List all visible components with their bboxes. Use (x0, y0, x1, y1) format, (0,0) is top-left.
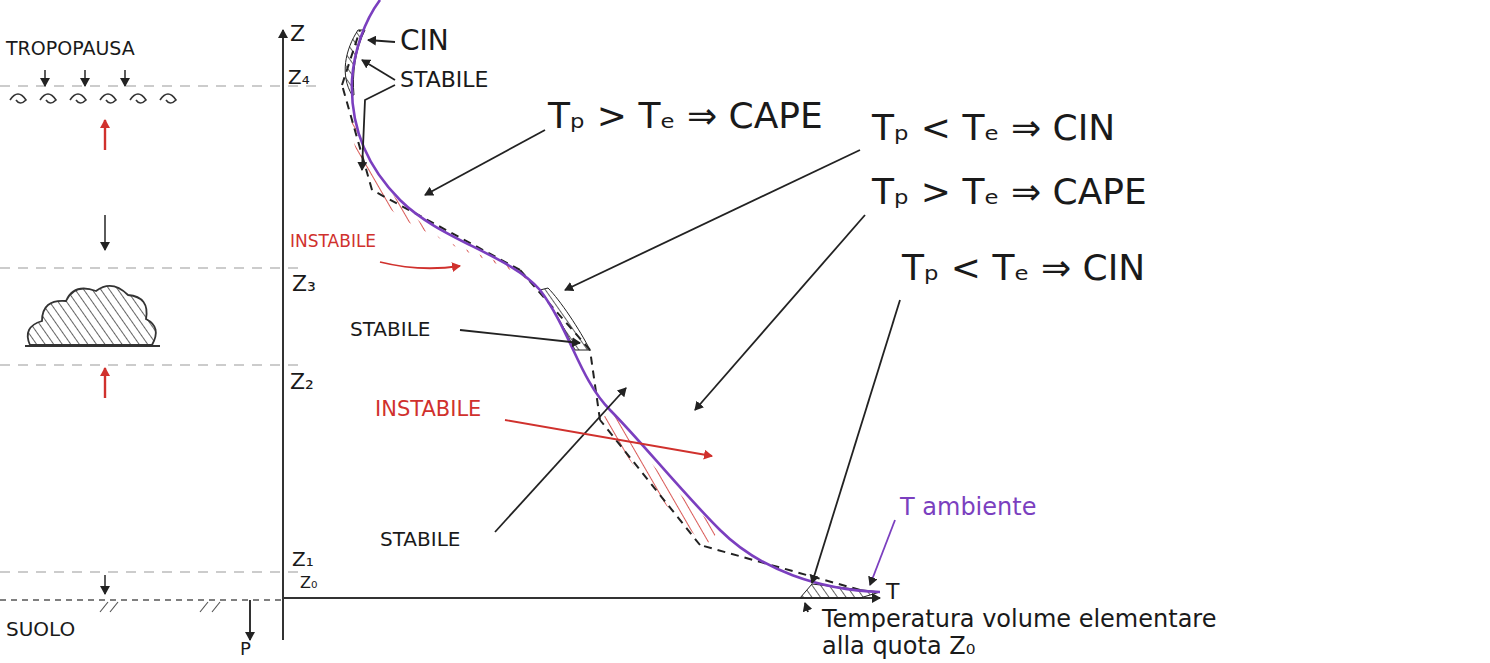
cape-cin-note: Tₚ > Tₑ ⇒ CAPE (548, 96, 823, 136)
layer-label: TROPOPAUSA (6, 38, 135, 59)
axis-label: P (240, 639, 251, 659)
level-label: Z₃ (292, 272, 316, 296)
level-label: Z₂ (290, 370, 314, 394)
axis-label: Z (290, 22, 305, 46)
stability-label: STABILE (400, 68, 488, 92)
level-label: Z₁ (292, 548, 314, 570)
curve-label: T ambiente (900, 494, 1036, 520)
cape-cin-note: Tₚ < Tₑ ⇒ CIN (872, 108, 1115, 148)
level-label: Z₀ (300, 574, 317, 592)
stability-label: STABILE (380, 528, 460, 550)
cape-cin-note: Tₚ > Tₑ ⇒ CAPE (872, 172, 1147, 212)
stability-label: INSTABILE (375, 398, 481, 421)
ground-label: SUOLO (6, 618, 75, 640)
cape-cin-note: Tₚ < Tₑ ⇒ CIN (902, 248, 1145, 288)
stability-label: STABILE (350, 318, 430, 340)
caption-note: Temperatura volume elementare alla quota… (822, 606, 1262, 659)
stability-label: INSTABILE (290, 232, 376, 251)
level-label: Z₄ (288, 66, 310, 88)
axis-label: T (886, 580, 899, 604)
curve-annotation: CIN (400, 26, 449, 57)
